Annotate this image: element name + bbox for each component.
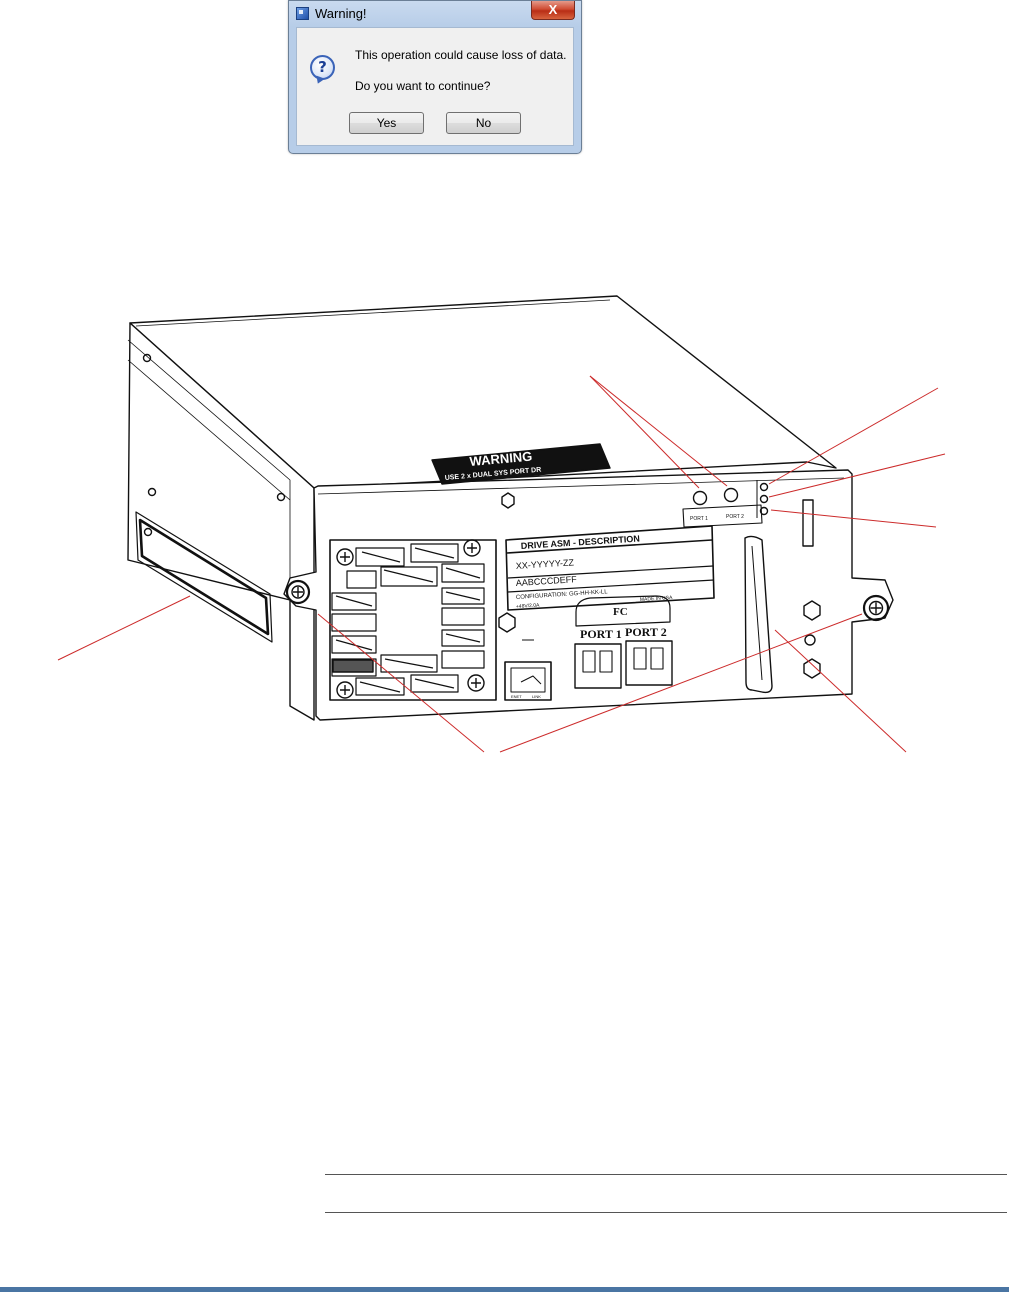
drive-label-serial: AABCCCDEFF <box>515 574 577 588</box>
drive-label-part-number: XX-YYYYY-ZZ <box>515 557 574 571</box>
fc-label-title: FC <box>613 606 628 618</box>
confirm-question: Do you want to continue? <box>355 79 491 93</box>
led-port2-label: PORT 2 <box>726 514 744 520</box>
yes-button[interactable]: Yes <box>349 112 424 134</box>
note-rule-bottom <box>325 1212 1007 1213</box>
no-button[interactable]: No <box>446 112 521 134</box>
drive-figure: WARNING USE 2 x DUAL SYS PORT DR DRIVE A… <box>57 295 946 753</box>
drive-label-configuration: CONFIGURATION: GG-HH-KK-LL <box>516 589 609 601</box>
warning-message: This operation could cause loss of data. <box>355 48 567 62</box>
note-rule-top <box>325 1174 1007 1175</box>
close-button[interactable]: X <box>531 1 575 20</box>
dialog-title-bar[interactable]: Warning! X <box>289 1 581 25</box>
top-warning-label: WARNING <box>469 449 533 469</box>
ethernet-label-left: ENET <box>511 694 522 699</box>
callout-lines <box>57 375 946 753</box>
ethernet-label-right: LINK <box>532 694 541 699</box>
question-icon: ? <box>310 55 335 80</box>
drive-label-origin: MADE IN USA <box>640 595 673 603</box>
warning-dialog: Warning! X ? This operation could cause … <box>288 0 582 154</box>
fc-port2-label: PORT 2 <box>625 625 667 639</box>
app-icon <box>296 7 309 20</box>
fc-port1-label: PORT 1 <box>580 627 622 641</box>
led-port1-label: PORT 1 <box>690 516 708 522</box>
footer-bar <box>0 1287 1009 1292</box>
drive-label-power: +48V/2.0A <box>516 602 540 610</box>
dialog-title: Warning! <box>315 6 367 21</box>
dialog-body: ? This operation could cause loss of dat… <box>296 27 574 146</box>
